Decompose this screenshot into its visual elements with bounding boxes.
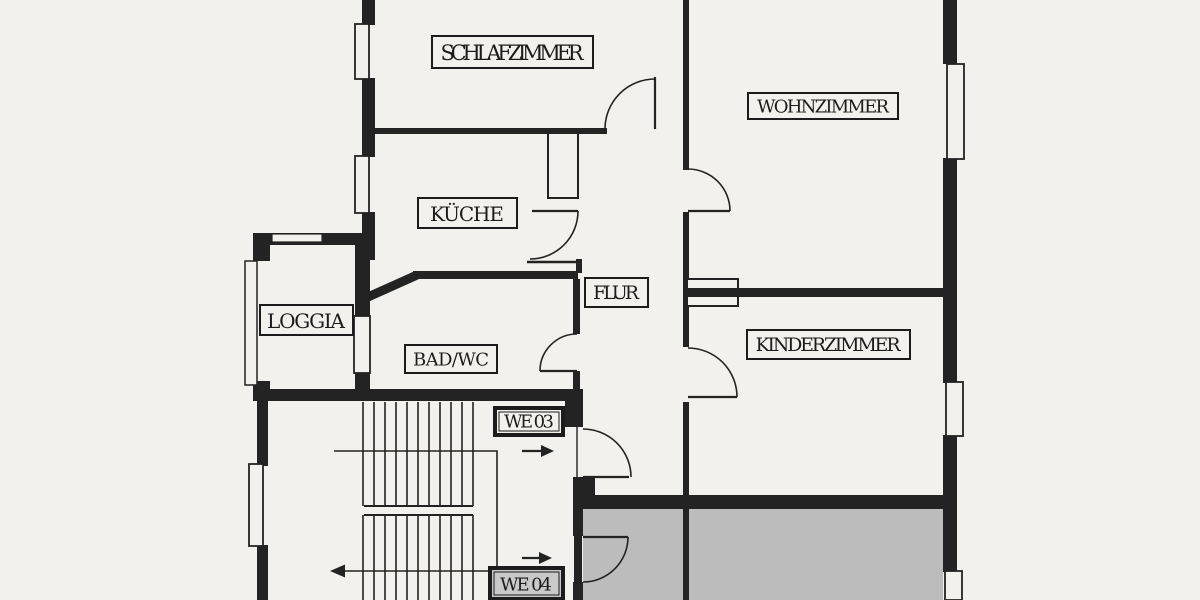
wall-outer-left-lower-b <box>257 545 268 600</box>
door-swing-arc <box>582 536 629 583</box>
wall-outer-left-upper-a <box>362 0 375 25</box>
wall-middle-band <box>253 389 583 401</box>
unit-arrows <box>522 445 554 564</box>
door-swing-arc <box>539 333 578 372</box>
wall-badwc-diagonal <box>366 270 419 302</box>
label-kinderzimmer-text: KINDERZIMMER <box>756 334 902 356</box>
wall-outer-right-a <box>943 0 957 64</box>
window-stairwell-left <box>248 463 264 547</box>
label-we04-text: WE 04 <box>500 575 552 596</box>
label-loggia: LOGGIA <box>259 304 354 336</box>
label-wohnzimmer: WOHNZIMMER <box>747 92 899 120</box>
wall-loggia-partition-lower <box>355 373 370 391</box>
label-kueche: KÜCHE <box>417 197 518 229</box>
walls <box>253 0 957 600</box>
door-kueche <box>529 209 579 260</box>
door-we03-entry <box>576 427 632 479</box>
wall-badwc-top <box>413 271 578 279</box>
label-we04: WE 04 <box>488 566 565 600</box>
label-badwc: BAD/WC <box>404 344 498 374</box>
door-swing-arc <box>687 168 731 212</box>
door-schlafzimmer <box>604 77 657 130</box>
wall-stairwell-right-upper <box>565 401 583 427</box>
wall-loggia-top-left-stub <box>253 245 270 261</box>
stair-treads-lower <box>362 515 474 600</box>
room-labels: SCHLAFZIMMER WOHNZIMMER KÜCHE FLUR LOGGI… <box>259 35 911 600</box>
window-loggia-top-slot <box>271 233 323 243</box>
wall-badwc-right-upper <box>573 279 580 334</box>
shaded-room-left <box>583 509 686 600</box>
wall-badwc-right-lower <box>573 371 580 390</box>
wall-loggia-partition-upper <box>355 245 370 316</box>
label-flur: FLUR <box>584 277 649 308</box>
window-schlafzimmer-left-bottom <box>354 155 370 214</box>
door-swing-arc <box>604 78 656 130</box>
label-badwc-text: BAD/WC <box>413 350 489 371</box>
door-kinderzimmer <box>687 347 738 399</box>
wall-wohnzimmer-kinderzimmer <box>683 278 944 307</box>
door-wohnzimmer <box>687 168 731 213</box>
label-kinderzimmer: KINDERZIMMER <box>746 329 911 360</box>
door-badwc <box>539 333 578 373</box>
shaded-rooms <box>583 509 943 600</box>
label-we03-text: WE 03 <box>504 412 554 433</box>
label-wohnzimmer-text: WOHNZIMMER <box>757 97 889 118</box>
label-loggia-text: LOGGIA <box>267 309 346 333</box>
door-swing-arc <box>529 210 579 260</box>
wall-wohnzimmer-bottom <box>683 288 944 297</box>
staircase <box>330 402 498 600</box>
wall-shaded-rooms-top <box>573 495 944 509</box>
label-we03: WE 03 <box>493 406 565 437</box>
door-we04-entry <box>574 535 629 583</box>
windows <box>244 23 965 600</box>
door-swing-arc <box>582 428 632 478</box>
we03-arrow-icon <box>522 445 554 457</box>
wall-outer-left-upper-b <box>362 78 375 157</box>
label-flur-text: FLUR <box>593 282 640 304</box>
wall-outer-right-b <box>943 158 957 383</box>
window-loggia-kueche-partition <box>353 315 371 374</box>
door-swing-arc <box>687 347 738 398</box>
wall-stairwell-right-corner <box>573 477 595 495</box>
doors <box>529 77 738 583</box>
stair-direction-line <box>330 450 498 578</box>
wall-flur-wohnzimmer-upper <box>683 0 689 170</box>
window-wohnzimmer-right <box>946 63 965 160</box>
stair-direction-arrowhead-icon <box>330 564 345 578</box>
wall-stairwell-right-mid <box>573 495 583 536</box>
wall-outer-left-lower-a <box>257 389 268 466</box>
wall-outer-right-c <box>943 435 957 572</box>
label-schlafzimmer: SCHLAFZIMMER <box>431 35 594 69</box>
stair-treads-upper <box>362 402 474 506</box>
wall-stairwell-right-lower <box>573 582 583 600</box>
shaded-room-right <box>686 509 943 600</box>
label-kueche-text: KÜCHE <box>430 201 504 226</box>
we04-arrow-icon <box>522 552 552 564</box>
wall-kueche-pocket-stub <box>576 259 582 273</box>
window-kinderzimmer-right <box>945 381 964 437</box>
shaft-chimney-symbol <box>547 132 579 199</box>
window-schlafzimmer-left-top <box>354 23 370 80</box>
window-loggia-railing <box>244 260 258 386</box>
stair-direction-path <box>334 450 498 572</box>
wall-schlafzimmer-bottom <box>375 128 607 134</box>
window-shaded-room-right <box>944 570 963 600</box>
door-leaf-closed <box>574 536 582 582</box>
label-schlafzimmer-text: SCHLAFZIMMER <box>441 41 585 65</box>
